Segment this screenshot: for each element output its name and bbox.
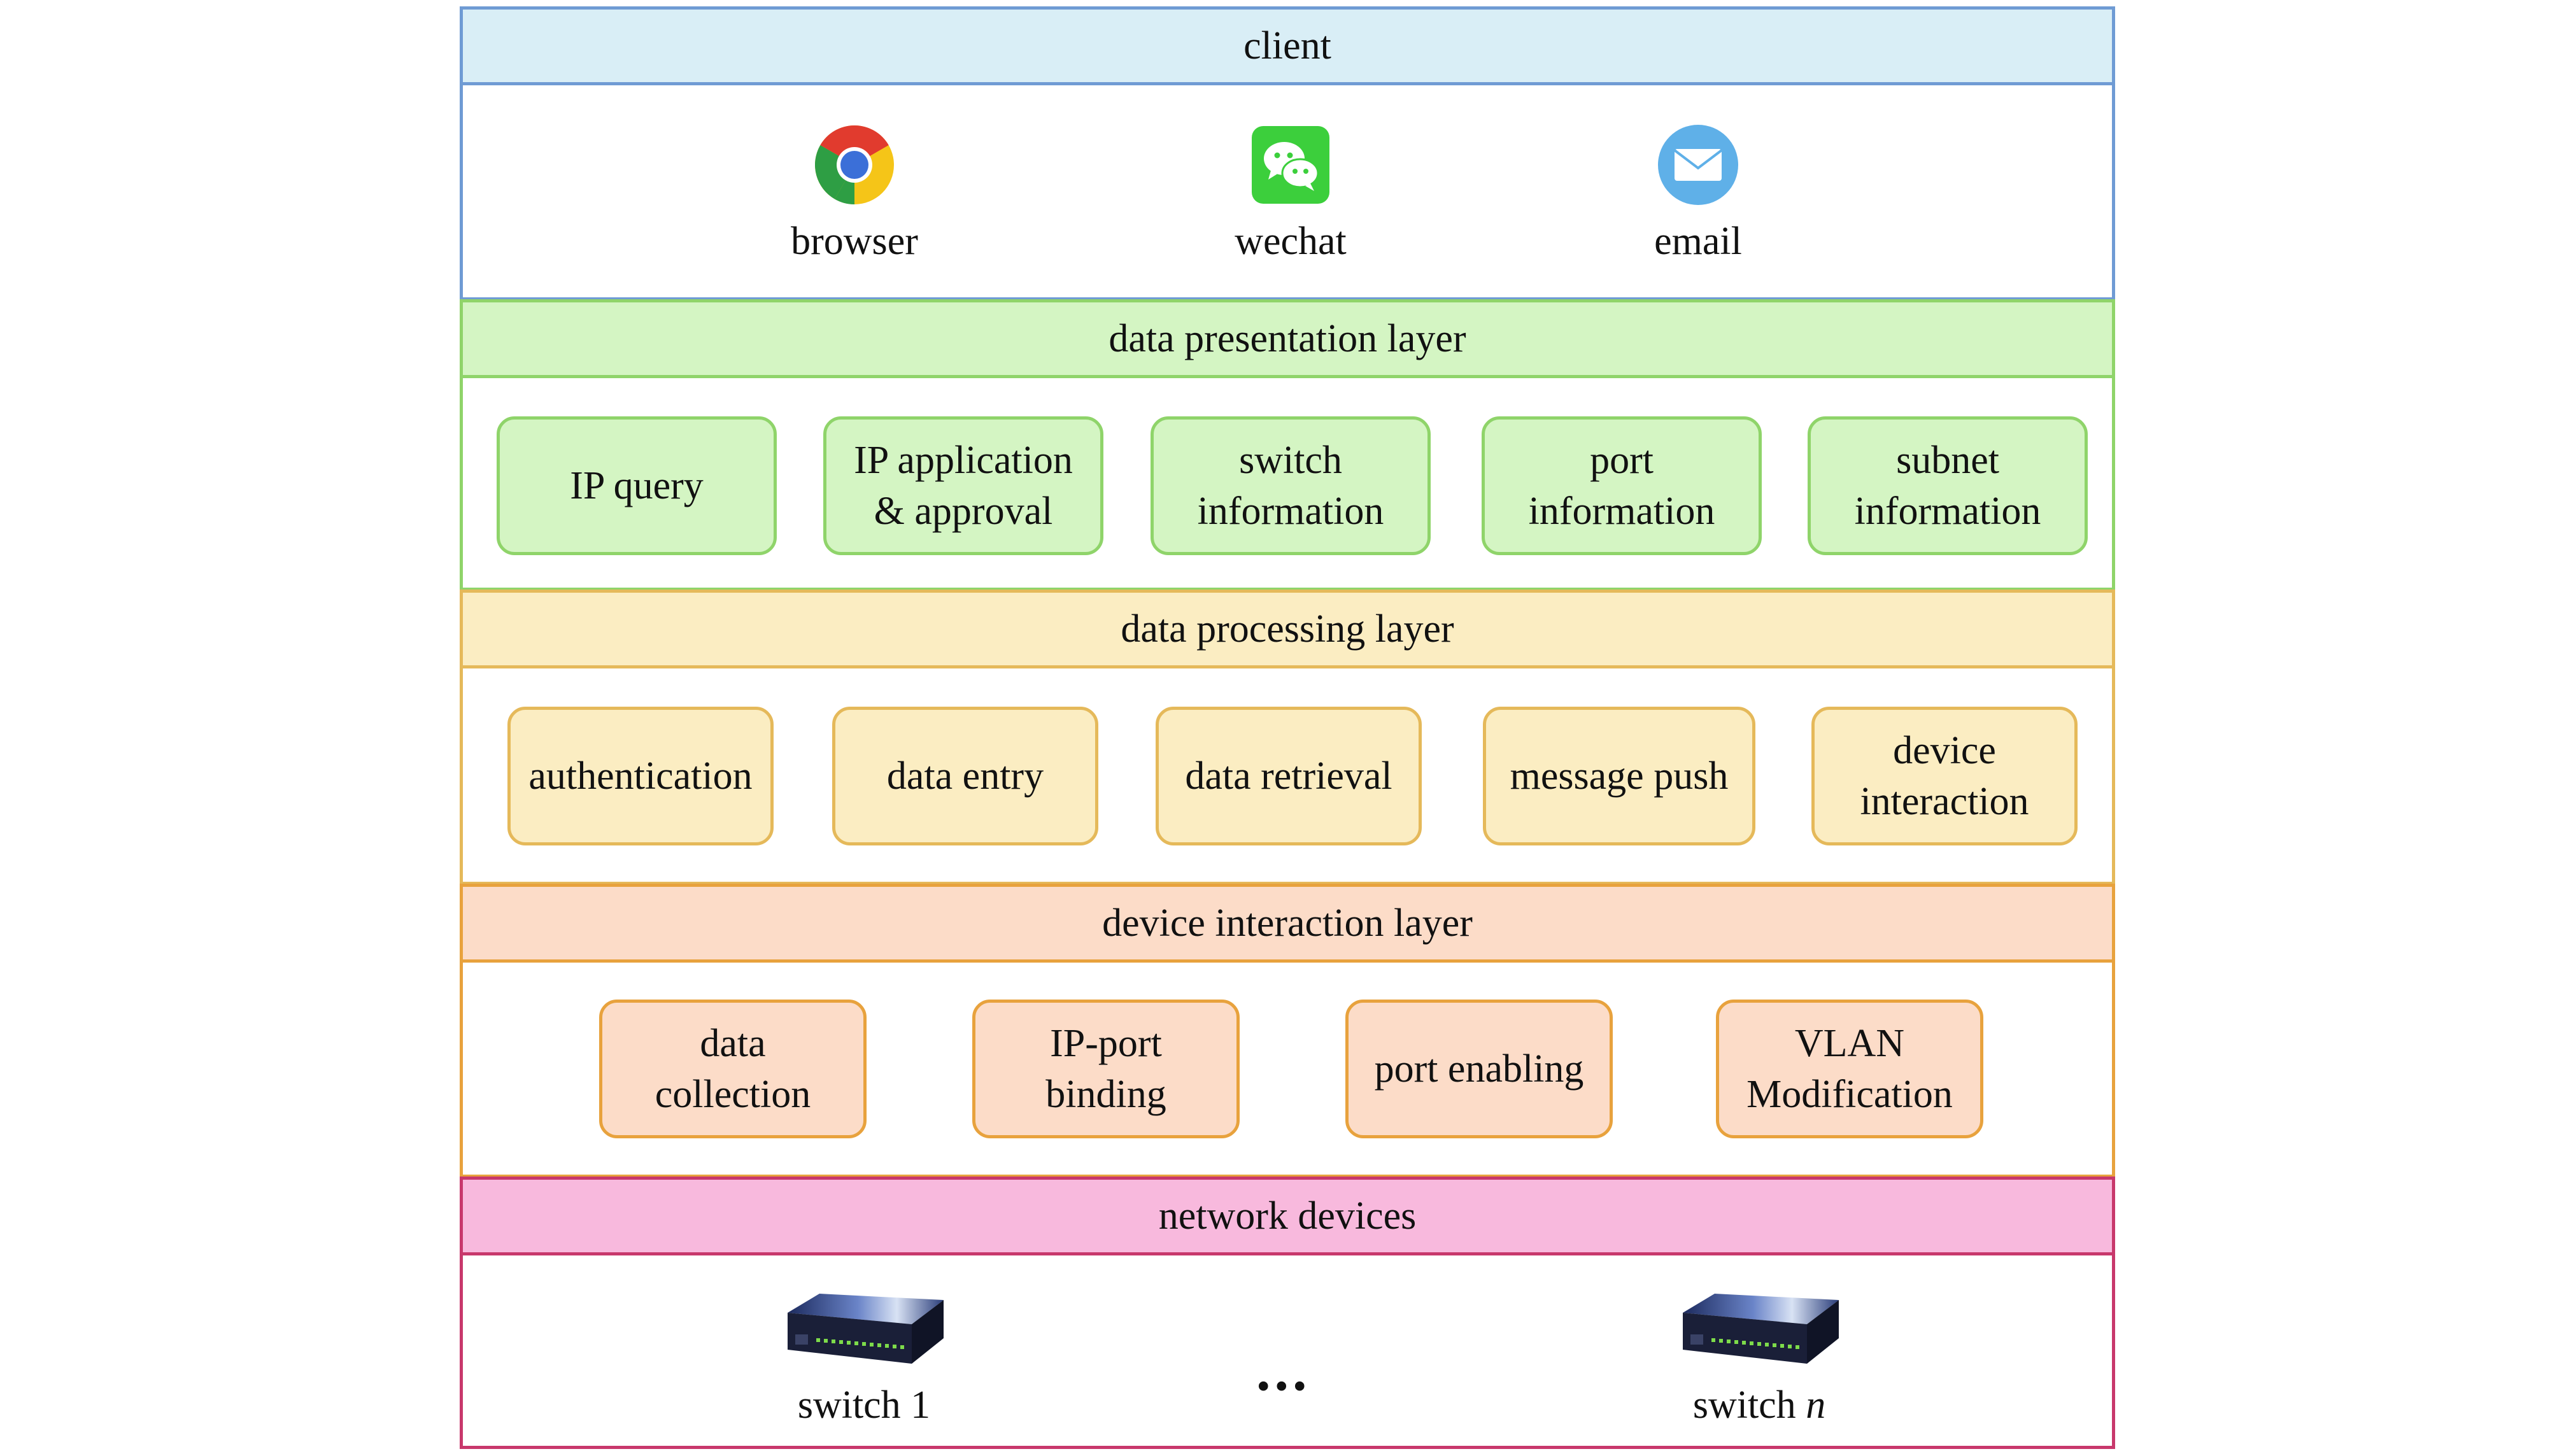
chrome-icon [814,125,894,204]
switch-1-label: switch 1 [797,1383,931,1427]
client-title: client [1243,24,1331,67]
presentation-item-ip-query: IP query [497,416,777,555]
interaction-item-port-enabling: port enabling [1345,1000,1613,1138]
presentation-header: data presentation layer [460,299,2115,378]
wechat-label: wechat [1235,220,1347,263]
devices-body: switch 1 ... [460,1255,2115,1449]
client-body: browser wechat email [460,85,2115,300]
interaction-item-data-collection: data collection [599,1000,867,1138]
email-label: email [1654,220,1742,263]
presentation-item-port-information: port information [1482,416,1762,555]
processing-item-authentication: authentication [507,707,774,845]
devices-title: network devices [1158,1194,1417,1238]
client-browser: browser [765,124,944,264]
processing-item-data-retrieval: data retrieval [1156,707,1422,845]
client-email: email [1609,124,1787,264]
interaction-item-vlan-modification: VLAN Modification [1716,1000,1983,1138]
interaction-header: device interaction layer [460,884,2115,963]
browser-label: browser [791,220,918,263]
presentation-item-ip-application: IP application & approval [823,416,1103,555]
wechat-icon [1252,126,1329,204]
switch-icon [1683,1294,1839,1364]
processing-item-device-interaction: device interaction [1811,707,2078,845]
client-header: client [460,6,2115,85]
processing-item-message-push: message push [1483,707,1755,845]
presentation-item-subnet-information: subnet information [1808,416,2088,555]
mail-icon [1658,125,1738,205]
device-switch-n: switch n [1638,1287,1880,1428]
interaction-title: device interaction layer [1102,901,1473,945]
device-switch-1: switch 1 [743,1287,985,1428]
interaction-item-ip-port-binding: IP-port binding [972,1000,1240,1138]
processing-header: data processing layer [460,590,2115,668]
presentation-item-switch-information: switch information [1151,416,1431,555]
presentation-body: IP query IP application & approval switc… [460,378,2115,591]
ellipsis: ... [1256,1339,1311,1403]
processing-item-data-entry: data entry [832,707,1098,845]
switch-icon [788,1294,944,1364]
architecture-diagram: client browser [460,6,2115,1449]
devices-header: network devices [460,1177,2115,1255]
processing-body: authentication data entry data retrieval… [460,668,2115,885]
interaction-body: data collection IP-port binding port ena… [460,963,2115,1178]
presentation-title: data presentation layer [1109,316,1466,360]
switch-n-label: switch n [1692,1383,1826,1427]
processing-title: data processing layer [1121,607,1454,651]
client-wechat: wechat [1201,124,1380,264]
